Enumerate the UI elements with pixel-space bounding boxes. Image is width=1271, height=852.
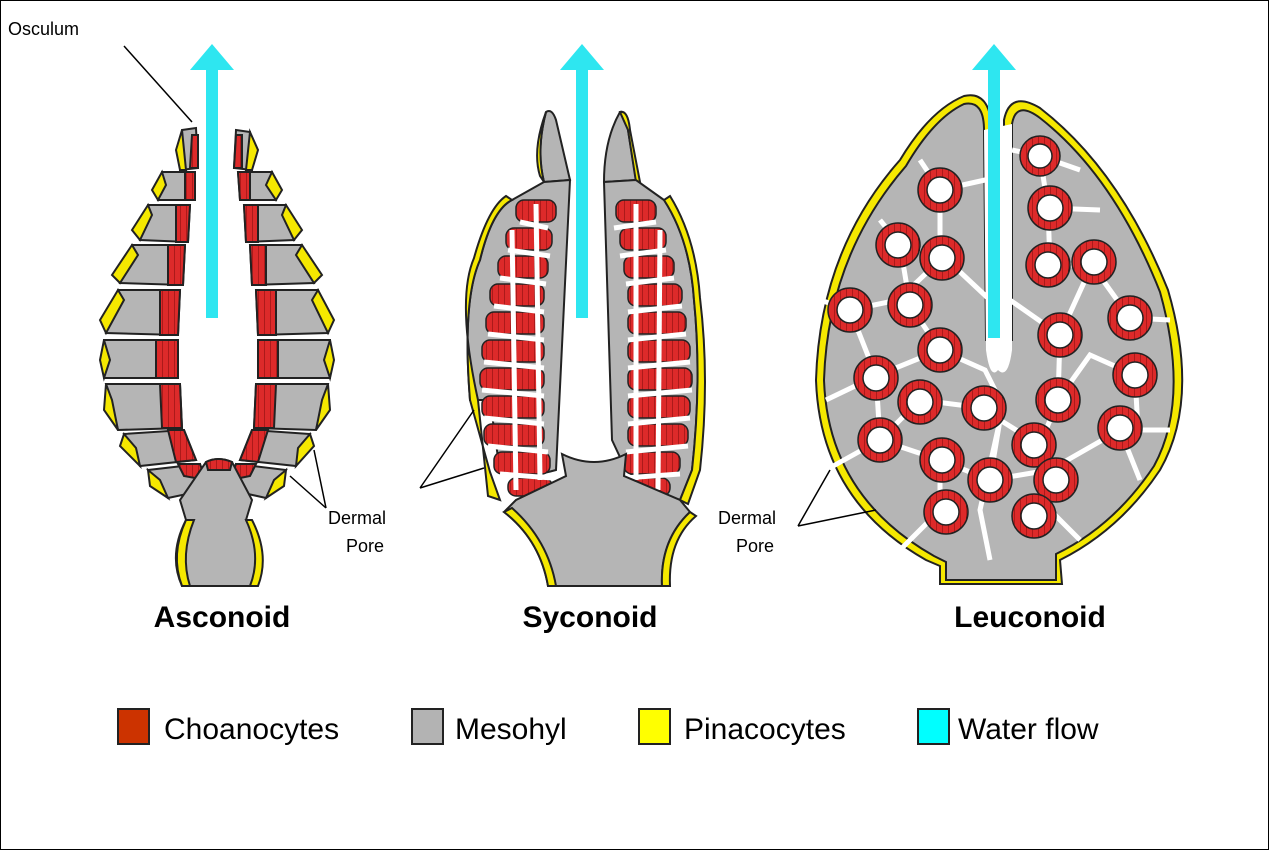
legend-item-mesohyl: Mesohyl xyxy=(412,709,567,746)
dermal-pore-label-2-line1: Dermal xyxy=(718,508,776,528)
legend-label-choanocytes: Choanocytes xyxy=(164,713,339,746)
choanocyte-chamber xyxy=(918,328,962,372)
choanocyte-chamber xyxy=(1072,240,1116,284)
asconoid-left-wall xyxy=(100,128,206,498)
choanocyte-chamber xyxy=(1028,186,1072,230)
choanocyte-chamber xyxy=(1113,353,1157,397)
choanocyte-chamber xyxy=(962,386,1006,430)
choanocyte-chamber xyxy=(1026,243,1070,287)
asconoid-water-flow-arrow xyxy=(190,44,234,318)
choanocyte-chamber xyxy=(1108,296,1152,340)
dermal-pore-label-2-line2: Pore xyxy=(736,536,774,556)
legend-label-mesohyl: Mesohyl xyxy=(455,713,567,746)
choanocyte-chamber xyxy=(1020,136,1060,176)
asconoid-title: Asconoid xyxy=(154,601,291,634)
choanocyte-chamber xyxy=(1012,494,1056,538)
osculum-label: Osculum xyxy=(8,19,79,39)
legend: Choanocytes Mesohyl Pinacocytes Water fl… xyxy=(118,709,1099,746)
choanocyte-chamber xyxy=(968,458,1012,502)
dermal-pore-label-1-line1: Dermal xyxy=(328,508,386,528)
legend-item-pinacocytes: Pinacocytes xyxy=(639,709,846,746)
dermal-pore-pointer-syconoid xyxy=(420,410,484,488)
choanocyte-chamber xyxy=(1036,378,1080,422)
syconoid-title: Syconoid xyxy=(522,601,657,634)
legend-label-water-flow: Water flow xyxy=(958,713,1099,746)
choanocyte-chamber xyxy=(920,236,964,280)
leuconoid-title: Leuconoid xyxy=(954,601,1106,634)
syconoid-diagram xyxy=(466,44,705,586)
dermal-pore-label-1-line2: Pore xyxy=(346,536,384,556)
choanocyte-chamber xyxy=(1098,406,1142,450)
osculum-pointer xyxy=(124,46,192,122)
choanocyte-chamber xyxy=(854,356,898,400)
legend-swatch-water-flow xyxy=(918,709,949,744)
leuconoid-diagram xyxy=(816,44,1182,584)
legend-item-water-flow: Water flow xyxy=(918,709,1099,746)
choanocyte-chamber xyxy=(888,283,932,327)
legend-swatch-pinacocytes xyxy=(639,709,670,744)
legend-item-choanocytes: Choanocytes xyxy=(118,709,339,746)
choanocyte-chamber xyxy=(1038,313,1082,357)
choanocyte-chamber xyxy=(924,490,968,534)
choanocyte-chamber xyxy=(920,438,964,482)
choanocyte-chamber xyxy=(918,168,962,212)
legend-swatch-mesohyl xyxy=(412,709,443,744)
asconoid-diagram xyxy=(100,44,334,586)
asconoid-right-wall xyxy=(230,130,334,498)
legend-swatch-choanocytes xyxy=(118,709,149,744)
legend-label-pinacocytes: Pinacocytes xyxy=(684,713,846,746)
choanocyte-chamber xyxy=(898,380,942,424)
choanocyte-chamber xyxy=(828,288,872,332)
choanocyte-chamber xyxy=(876,223,920,267)
choanocyte-chamber xyxy=(858,418,902,462)
